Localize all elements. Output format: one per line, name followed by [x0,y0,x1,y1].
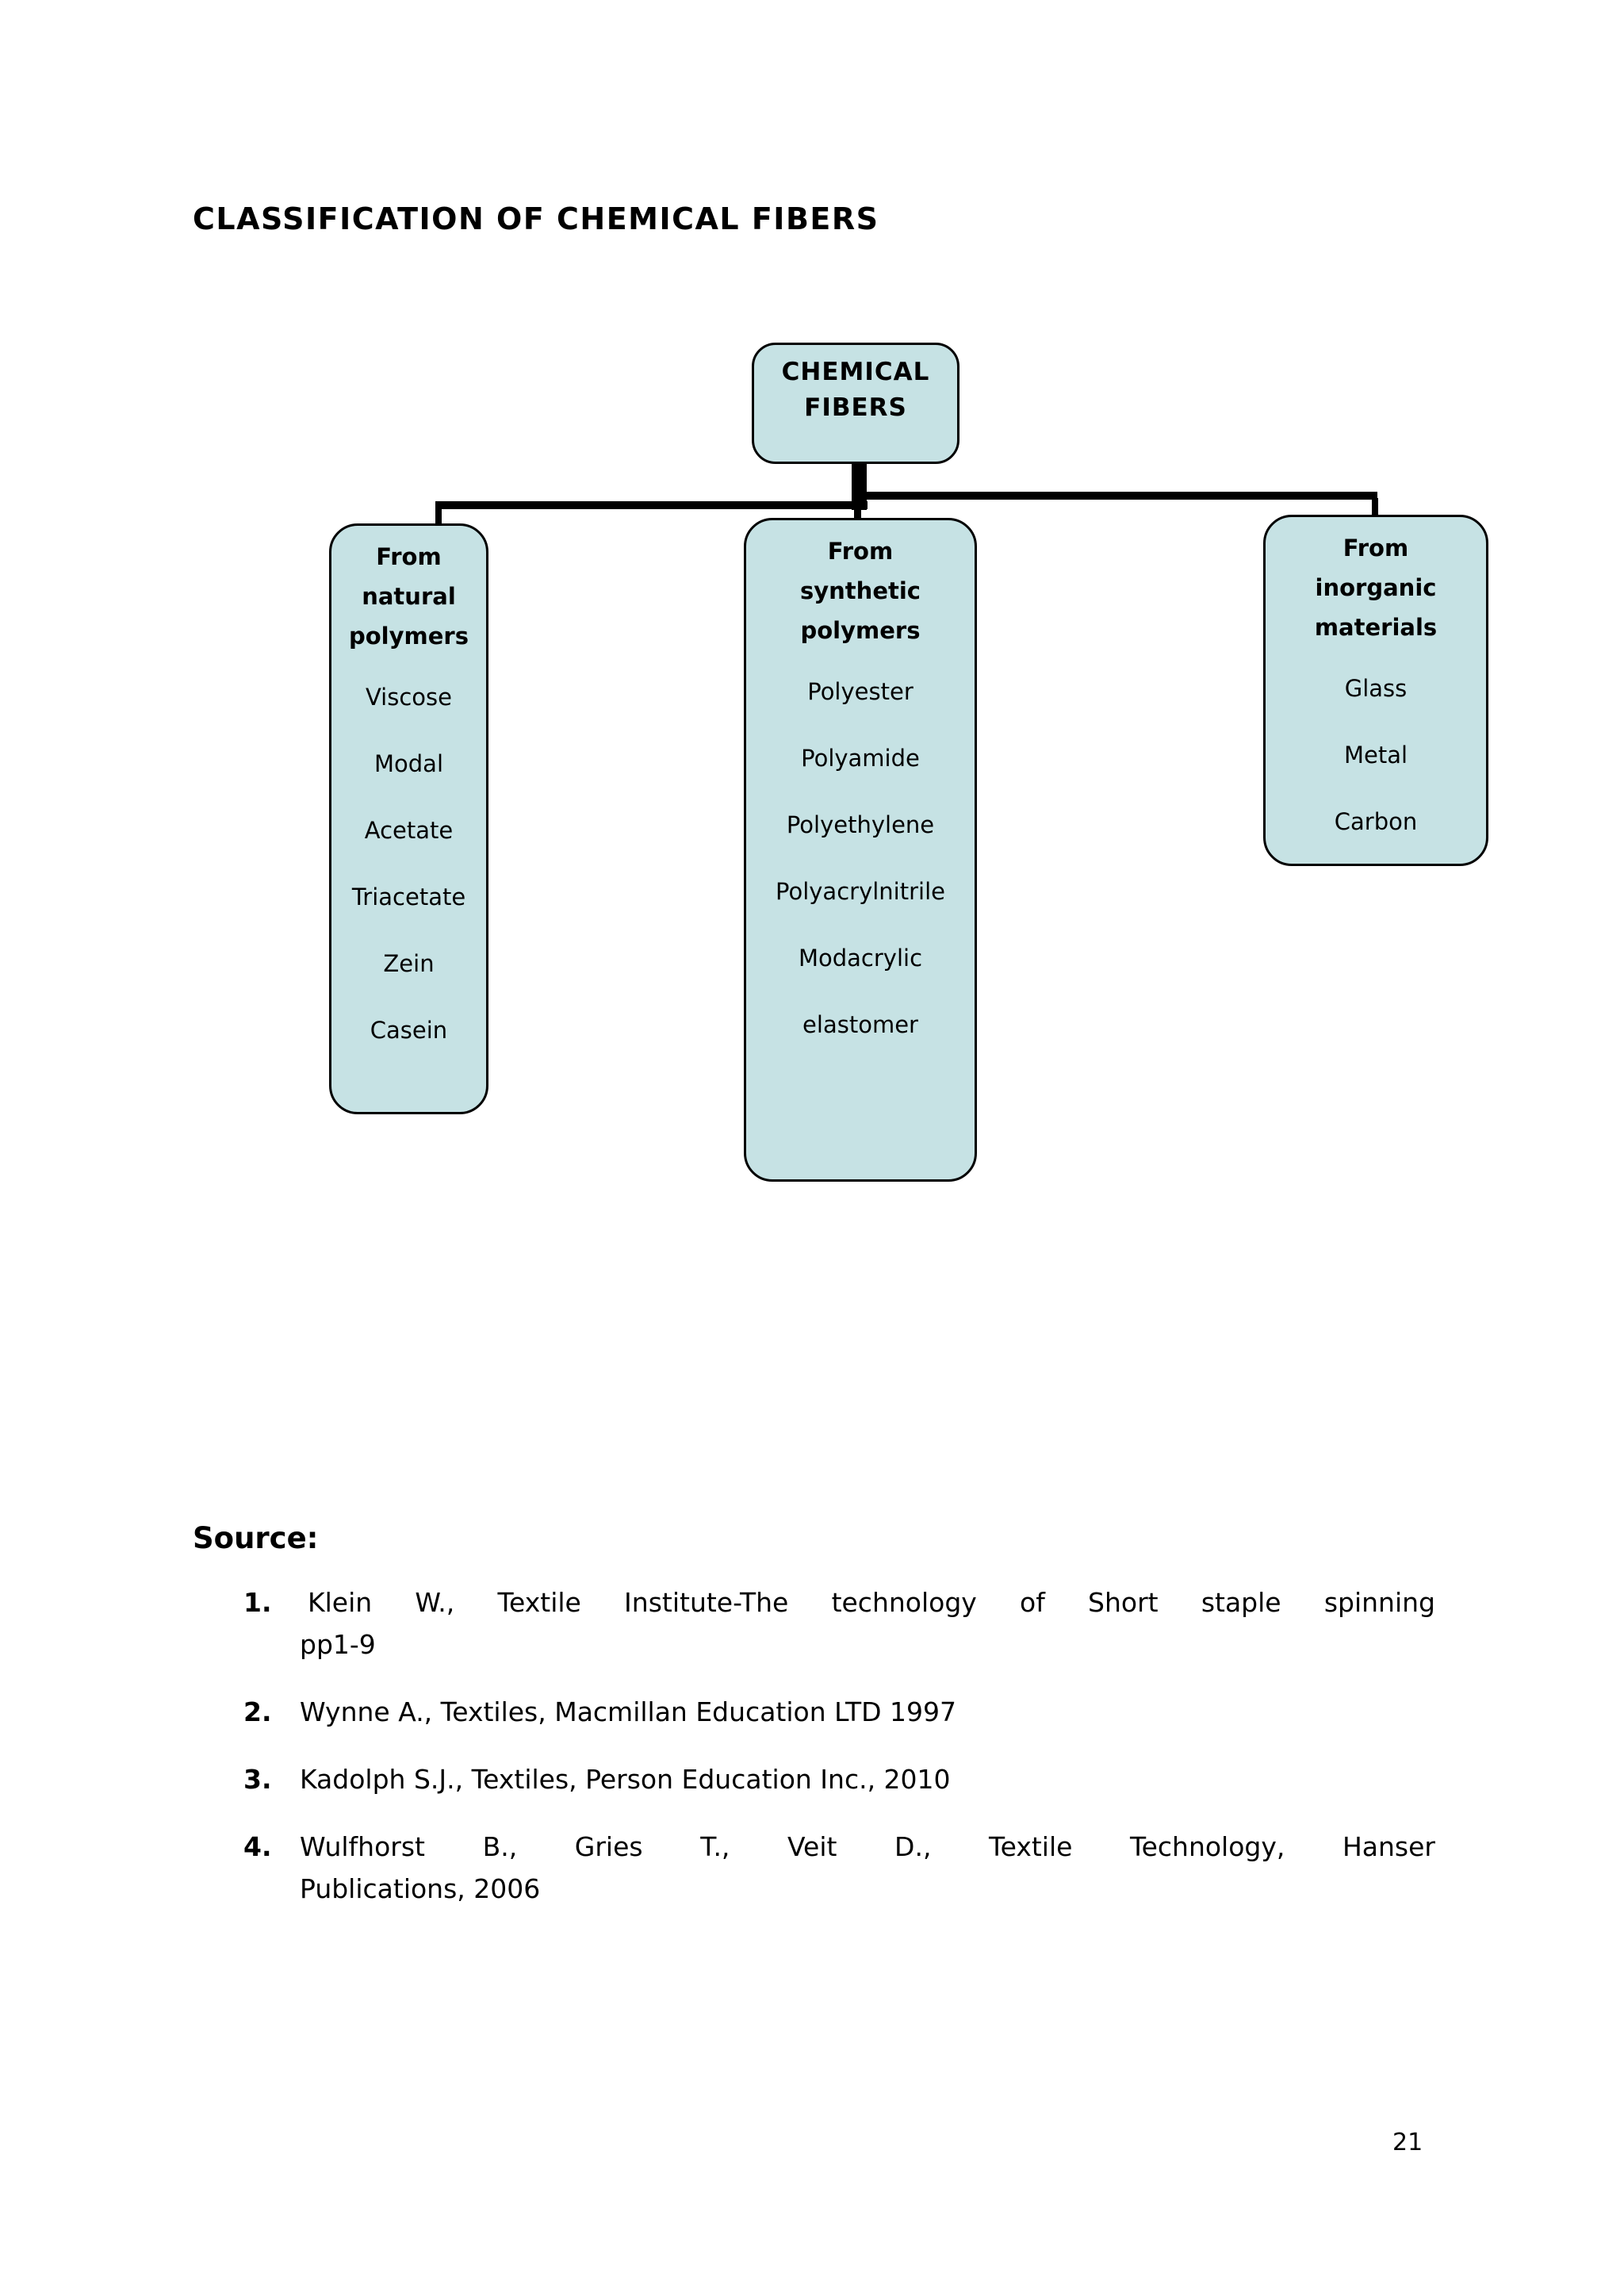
root-node-chemical-fibers: CHEMICAL FIBERS [752,343,959,464]
connector-left-drop [435,508,442,527]
page-title: CLASSIFICATION OF CHEMICAL FIBERS [193,201,879,236]
source-line: Kadolph S.J., Textiles, Person Education… [300,1764,951,1795]
source-line: Wynne A., Textiles, Macmillan Education … [300,1696,956,1727]
fiber-item: Polyethylene [786,811,935,838]
source-line: Wulfhorst B., Gries T., Veit D., Textile… [300,1831,1435,1862]
source-text: Klein W., Textile Institute-The technolo… [300,1581,1435,1665]
source-line: Publications, 2006 [300,1873,541,1904]
branch-header: From synthetic polymers [800,538,921,644]
source-reference: 1. Klein W., Textile Institute-The techn… [243,1581,1435,1665]
fiber-item: Carbon [1334,808,1418,835]
branch-header: From natural polymers [349,543,469,650]
branch-natural-polymers: From natural polymers Viscose Modal Acet… [329,523,488,1114]
source-number: 4. [243,1831,272,1862]
connector-left-horizontal [435,501,868,509]
source-text: Wulfhorst B., Gries T., Veit D., Textile… [300,1826,1435,1910]
sources-list: 1. Klein W., Textile Institute-The techn… [243,1581,1435,1935]
source-reference: 2. Wynne A., Textiles, Macmillan Educati… [243,1691,1435,1733]
connector-middle-drop [854,508,861,521]
source-line: Klein W., Textile Institute-The technolo… [308,1587,1435,1618]
branch-items: Polyester Polyamide Polyethylene Polyacr… [746,658,975,1058]
fiber-item: Modacrylic [798,945,923,972]
fiber-item: Triacetate [351,884,466,910]
connector-root-stem [852,462,867,510]
sources-heading: Source: [193,1521,319,1555]
fiber-item: Polyester [807,678,914,705]
branch-items: Glass Metal Carbon [1266,655,1486,855]
fiber-item: Glass [1344,675,1408,702]
source-line: pp1-9 [300,1629,376,1660]
branch-header: From inorganic materials [1314,535,1438,641]
fiber-item: Viscose [365,684,452,711]
source-text: Wynne A., Textiles, Macmillan Education … [300,1691,1435,1733]
fiber-item: Polyacrylnitrile [776,878,945,905]
fiber-item: Metal [1343,742,1408,769]
page-number: 21 [1392,2129,1423,2156]
branch-inorganic-materials: From inorganic materials Glass Metal Car… [1263,515,1488,866]
source-number: 3. [243,1764,272,1795]
source-text: Kadolph S.J., Textiles, Person Education… [300,1758,1435,1800]
fiber-item: Polyamide [801,745,920,772]
fiber-item: Zein [383,950,435,977]
source-number: 1. [243,1587,272,1618]
fiber-item: elastomer [802,1011,918,1038]
fiber-item: Acetate [364,817,454,844]
source-reference: 3. Kadolph S.J., Textiles, Person Educat… [243,1758,1435,1800]
connector-right-horizontal [864,492,1377,500]
root-node-label: CHEMICAL FIBERS [781,358,930,422]
branch-synthetic-polymers: From synthetic polymers Polyester Polyam… [744,518,977,1182]
fiber-item: Casein [370,1017,448,1044]
source-reference: 4. Wulfhorst B., Gries T., Veit D., Text… [243,1826,1435,1910]
branch-items: Viscose Modal Acetate Triacetate Zein Ca… [331,664,486,1064]
source-number: 2. [243,1696,272,1727]
connector-right-drop [1372,498,1378,518]
fiber-item: Modal [374,750,443,777]
